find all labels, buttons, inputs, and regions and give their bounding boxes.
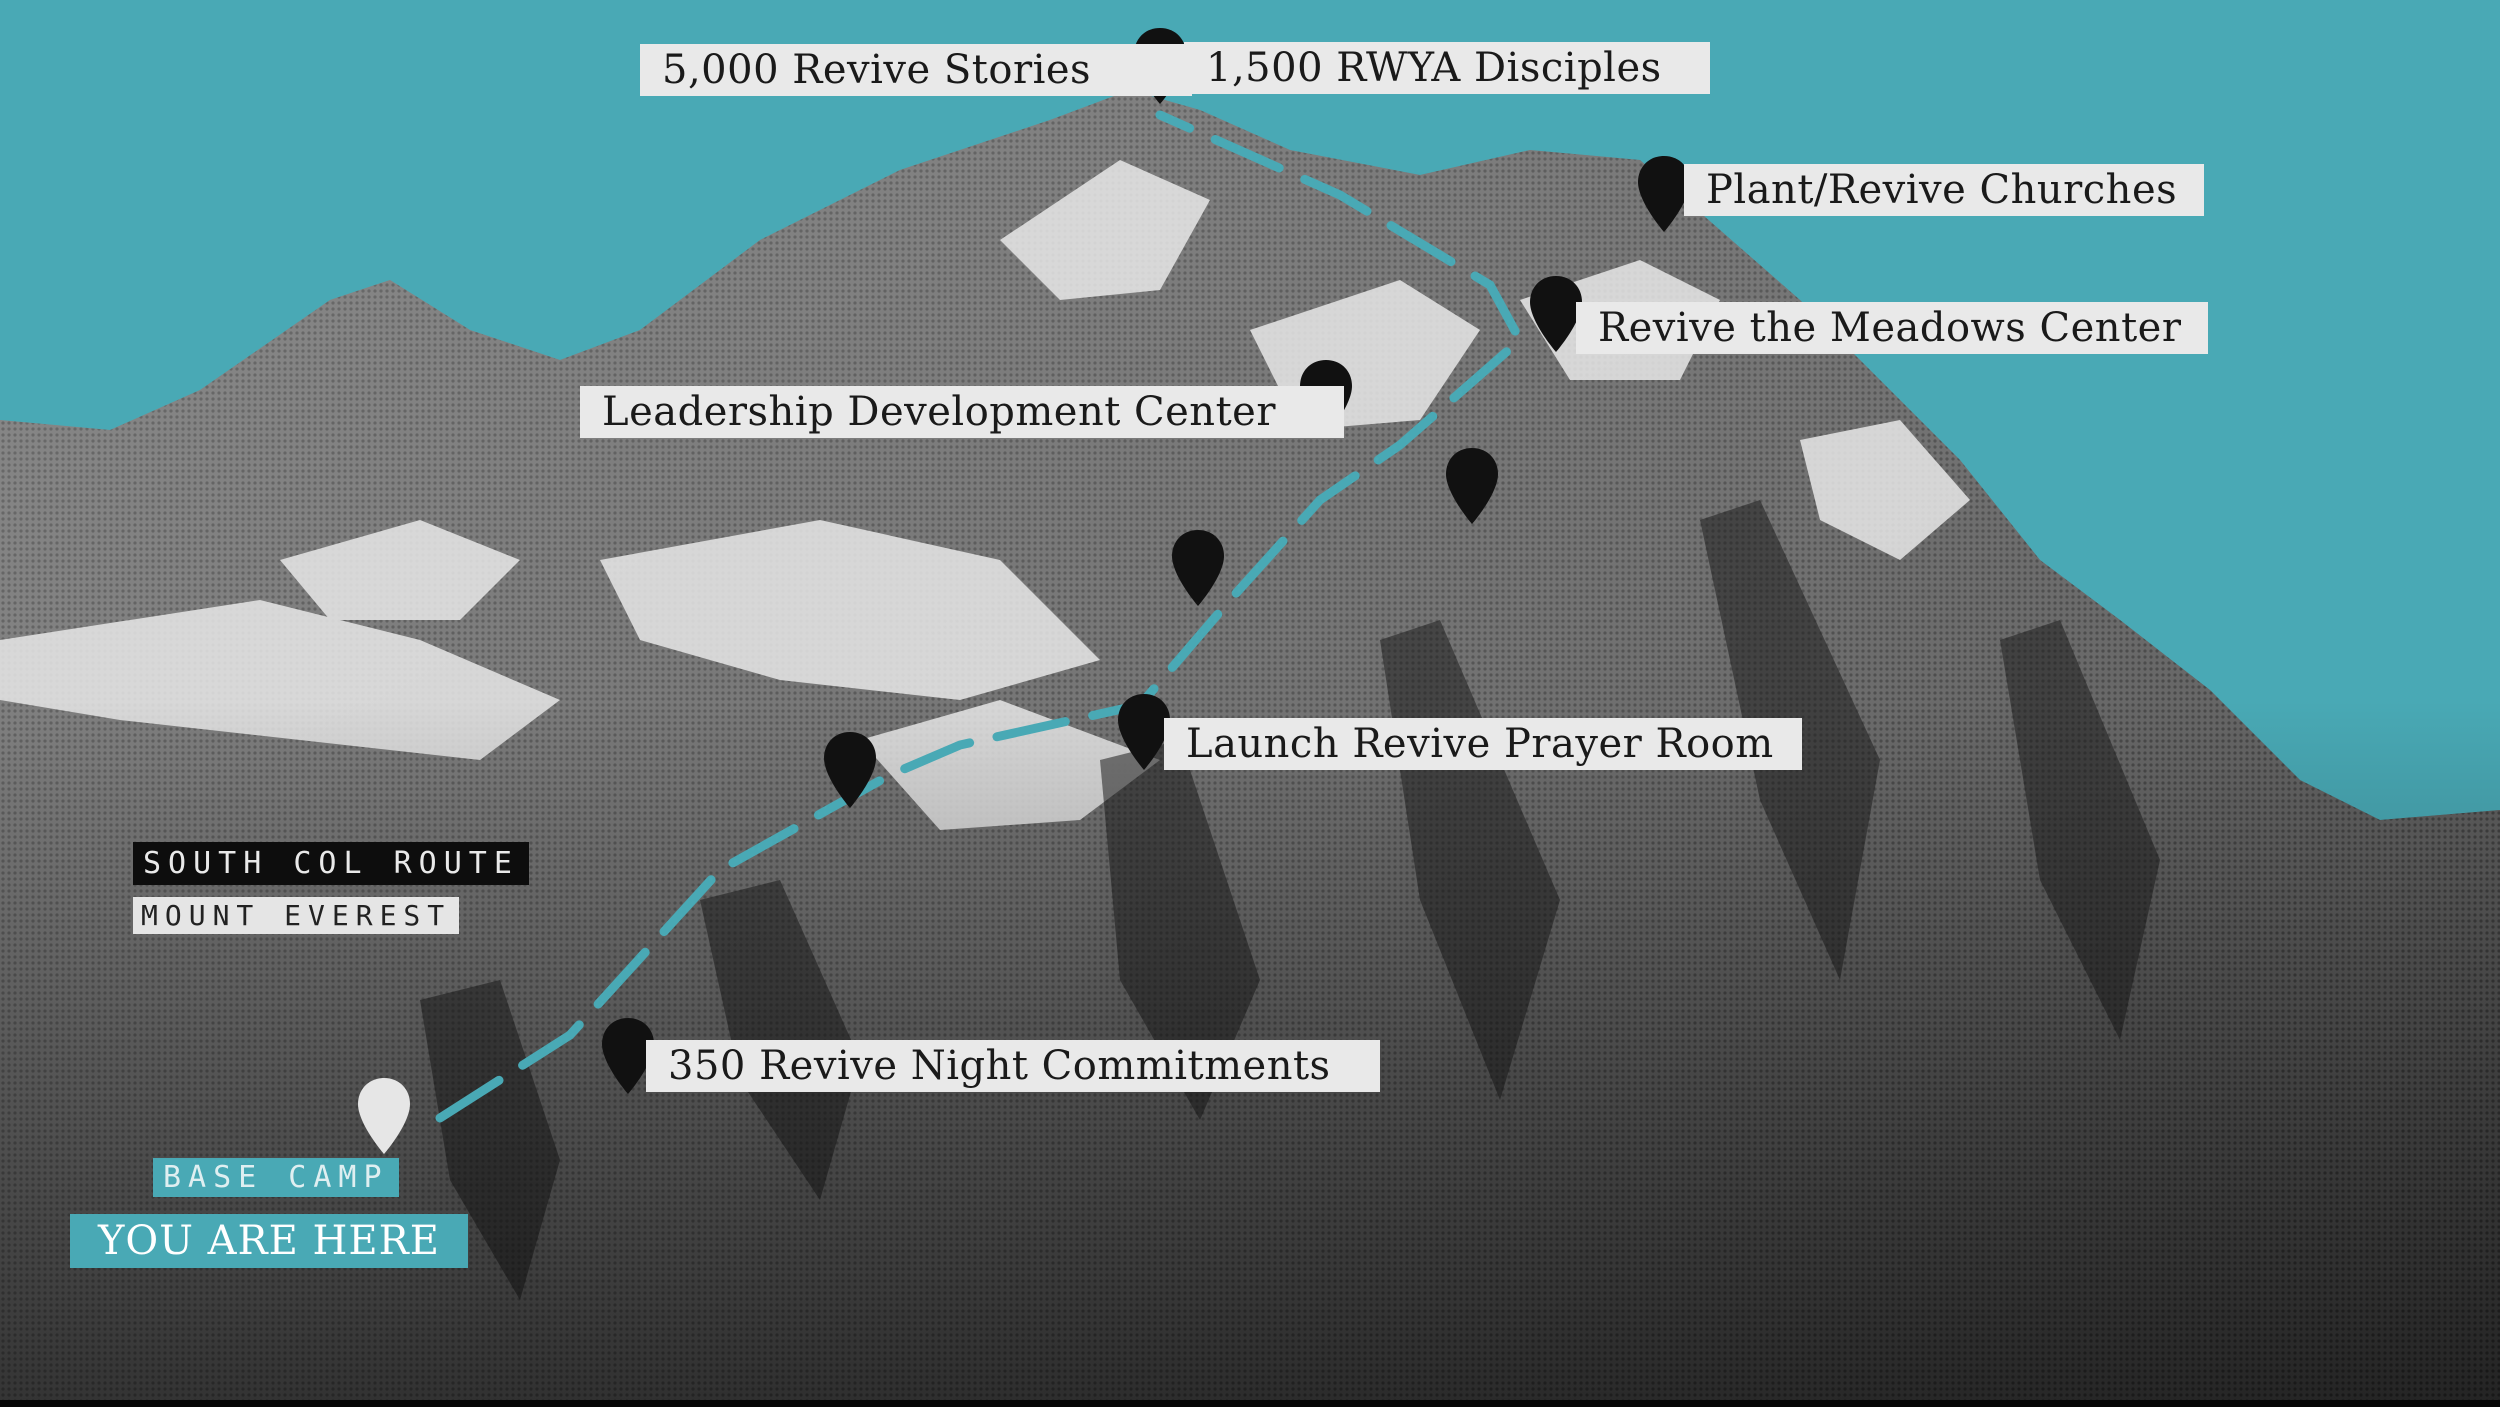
milestone-label-rwya-disciples: 1,500 RWYA Disciples — [1184, 42, 1710, 94]
milestone-label-meadows-center: Revive the Meadows Center — [1576, 302, 2208, 354]
map-pin-icon[interactable] — [598, 1016, 658, 1096]
milestone-label-night-commitments: 350 Revive Night Commitments — [646, 1040, 1380, 1092]
milestone-label-revive-stories: 5,000 Revive Stories — [640, 44, 1192, 96]
you-are-here-badge: YOU ARE HERE — [70, 1214, 468, 1268]
route-title: SOUTH COL ROUTE — [133, 842, 529, 885]
milestone-label-leadership-center: Leadership Development Center — [580, 386, 1344, 438]
map-pin-icon[interactable] — [1526, 274, 1586, 354]
mountain-name: MOUNT EVEREST — [133, 897, 460, 934]
map-pin-icon[interactable] — [1634, 154, 1694, 234]
map-pin-icon[interactable] — [820, 730, 880, 810]
map-pin-icon[interactable] — [1114, 692, 1174, 772]
bottom-edge — [0, 1400, 2500, 1407]
map-pin-icon[interactable] — [1168, 528, 1228, 608]
route-line — [435, 110, 1526, 1123]
base-camp-label: BASE CAMP — [153, 1158, 399, 1197]
milestone-label-plant-churches: Plant/Revive Churches — [1684, 164, 2204, 216]
base-camp-pin-icon[interactable] — [354, 1076, 414, 1156]
milestone-label-prayer-room: Launch Revive Prayer Room — [1164, 718, 1802, 770]
map-pin-icon[interactable] — [1442, 446, 1502, 526]
